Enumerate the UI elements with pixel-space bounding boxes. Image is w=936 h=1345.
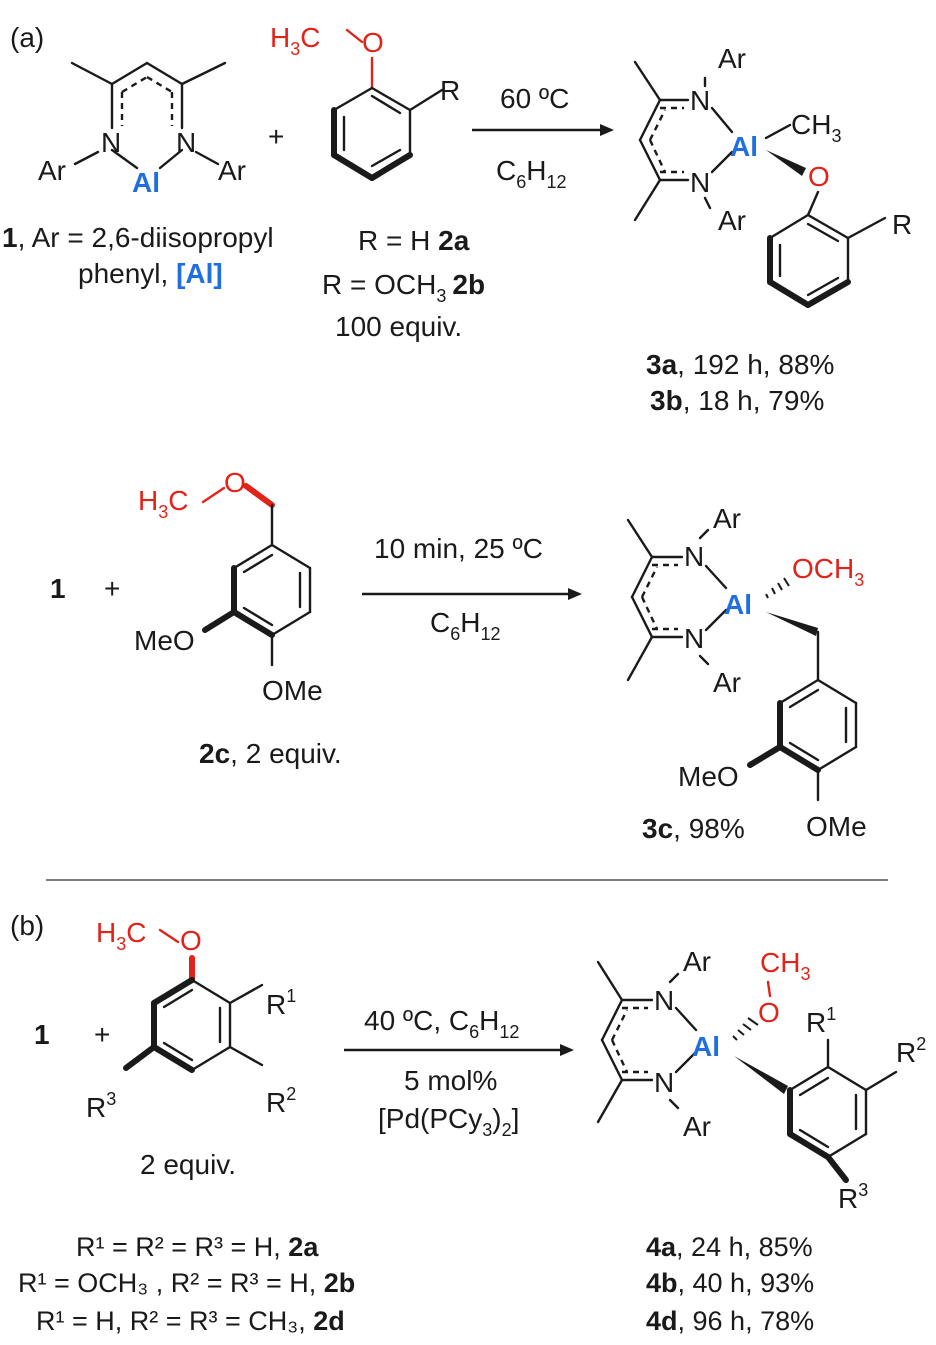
atom-o: O	[758, 997, 780, 1028]
plus-sign: +	[268, 121, 284, 152]
atom-n: N	[654, 985, 674, 1016]
atom-ar: Ar	[713, 667, 741, 698]
substituent-r: R	[440, 75, 460, 106]
substituent-definition: R¹ = OCH₃ , R² = R³ = H, 2b	[18, 1268, 355, 1298]
atom-ar: Ar	[713, 503, 741, 534]
substituent-r: R	[892, 209, 912, 240]
atom-ar: Ar	[218, 155, 246, 186]
atom-al: Al	[132, 167, 160, 198]
arrow-2-condition: 10 min, 25 ºC	[374, 533, 543, 564]
methoxy-group: OMe	[806, 811, 867, 842]
atom-al: Al	[724, 589, 752, 620]
substituent-r1: R1	[266, 986, 296, 1020]
atom-n: N	[654, 1067, 674, 1098]
compound-number: 1	[2, 222, 18, 253]
substituent-r1: R1	[806, 1004, 836, 1038]
reagent-2c-structure: H3C O MeO OMe	[134, 467, 323, 706]
methyl-group: CH3	[791, 109, 841, 146]
panel-b-label: (b)	[10, 910, 44, 941]
atom-ar: Ar	[38, 155, 66, 186]
product-3ab-structure: N N Ar Ar Al CH3 O R	[633, 43, 912, 308]
plus-sign: +	[94, 1019, 110, 1050]
substituent-r3: R3	[838, 1180, 868, 1214]
atom-ar: Ar	[683, 946, 711, 977]
al-abbreviation: [Al]	[176, 258, 223, 289]
arrow-2-solvent: C6H12	[430, 607, 501, 644]
reagent-2-caption-h: R = H 2a	[358, 225, 470, 256]
methoxy-group: OCH3	[792, 553, 864, 590]
atom-ar: Ar	[718, 43, 746, 74]
atom-o: O	[224, 467, 246, 498]
reagent-2c-caption: 2c, 2 equiv.	[199, 738, 342, 769]
arrow-1-condition-temp: 60 ºC	[500, 83, 569, 114]
atom-o: O	[808, 161, 830, 192]
atom-ar: Ar	[718, 205, 746, 236]
atom-n: N	[176, 127, 196, 158]
atom-n: N	[684, 623, 704, 654]
methyl-group: H3C	[270, 22, 320, 59]
panel-a-label: (a)	[10, 22, 44, 53]
plus-sign: +	[104, 573, 120, 604]
reagent-b-equiv: 2 equiv.	[140, 1149, 236, 1180]
compound-number: 1	[34, 1019, 50, 1050]
substituent-r2: R2	[896, 1034, 926, 1068]
arrow-b-catalyst: [Pd(PCy3)2]	[378, 1103, 519, 1140]
atom-ar: Ar	[683, 1111, 711, 1142]
yield-4a: 4a, 24 h, 85%	[646, 1232, 813, 1262]
substituent-definition: R¹ = R² = R³ = H, 2a	[76, 1232, 319, 1262]
atom-al: Al	[730, 131, 758, 162]
substituent-definition: R¹ = H, R² = R³ = CH₃, 2d	[36, 1306, 345, 1336]
arrow-1-solvent: C6H12	[496, 155, 567, 192]
atom-n: N	[690, 167, 710, 198]
methyl-group: H3C	[138, 485, 188, 522]
product-4-structure: N N Ar Ar Al O CH3 R1 R2 R3	[596, 946, 926, 1214]
methyl-group: CH3	[760, 947, 810, 984]
methyl-group: H3C	[96, 917, 146, 954]
compound-number: 1	[50, 573, 66, 604]
atom-n: N	[690, 85, 710, 116]
atom-al: Al	[692, 1031, 720, 1062]
yield-3b: 3b, 18 h, 79%	[650, 385, 824, 416]
reagent-1-structure: N N Al Ar Ar	[38, 61, 246, 198]
methoxy-group: MeO	[678, 761, 739, 792]
arrow-b-condition-1: 40 ºC, C6H12	[364, 1005, 519, 1042]
atom-n: N	[684, 541, 704, 572]
substituent-r2: R2	[266, 1084, 296, 1118]
reagent-2-equiv: 100 equiv.	[335, 311, 462, 342]
yield-3c: 3c, 98%	[642, 813, 745, 844]
yield-4d: 4d, 96 h, 78%	[646, 1306, 814, 1336]
atom-o: O	[180, 925, 202, 956]
product-3c-structure: N N Ar Ar Al OCH3 MeO OMe	[626, 503, 867, 842]
reagent-1-caption: 1, Ar = 2,6-diisopropyl	[2, 222, 274, 253]
atom-n: N	[101, 127, 121, 158]
yield-4b: 4b, 40 h, 93%	[646, 1268, 814, 1298]
yield-3a: 3a, 192 h, 88%	[646, 349, 834, 380]
atom-o: O	[362, 27, 384, 58]
reagent-2-structure: H3C O R	[270, 22, 460, 181]
reagent-b-structure: H3C O R1 R2 R3	[86, 917, 296, 1123]
methoxy-group: MeO	[134, 625, 195, 656]
methoxy-group: OMe	[262, 675, 323, 706]
arrow-b-catalyst-loading: 5 mol%	[404, 1065, 497, 1096]
reagent-1-caption-line2: phenyl, [Al]	[78, 258, 223, 289]
substituent-r3: R3	[86, 1089, 116, 1123]
